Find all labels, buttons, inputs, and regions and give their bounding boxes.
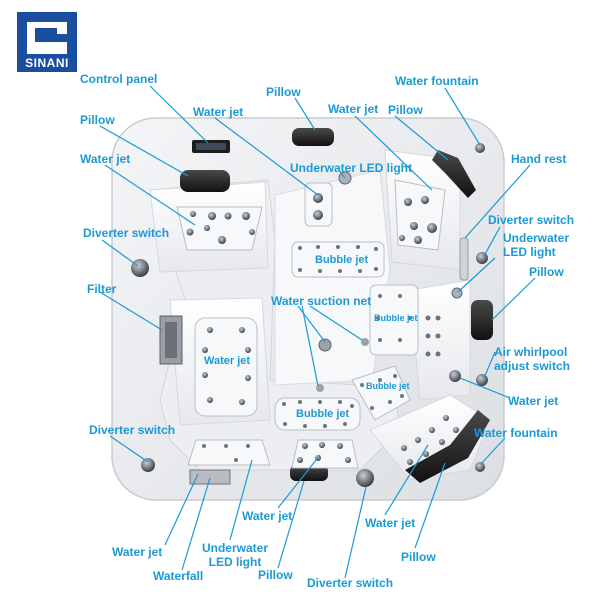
label-pillow-top2: Pillow [388, 103, 423, 117]
inner-label-water-jet-center-left: Water jet [204, 355, 251, 367]
water-jets-top-left-seat [176, 206, 263, 251]
label-control-panel: Control panel [80, 72, 158, 86]
label-water-jet-bottom-right: Water jet [365, 516, 416, 530]
brand-logo: SINANI [17, 12, 77, 72]
label-diverter-switch-bottom: Diverter switch [307, 576, 394, 590]
inner-label-bubble-jet-right: Bubble jet [374, 313, 418, 323]
label-underwater-led-right-2: LED light [503, 245, 556, 259]
pillow-bottom [290, 465, 328, 481]
pillow-top [292, 128, 334, 146]
water-jets-bottom-left [187, 439, 271, 466]
diverter-switch-bottom [356, 469, 374, 487]
label-diverter-switch-bottom-left: Diverter switch [89, 423, 176, 437]
label-underwater-led-right-1: Underwater [503, 231, 570, 245]
bubble-jets-lower-right [351, 365, 411, 421]
water-suction-net [318, 338, 332, 352]
diverter-switch-right [476, 252, 488, 264]
logo-mark-icon [27, 22, 67, 54]
label-pillow-bottom: Pillow [258, 568, 293, 582]
logo-text: SINANI [25, 56, 69, 70]
label-underwater-led-top: Underwater LED light [290, 161, 413, 175]
water-fountain-bottom [475, 462, 485, 472]
label-filter: Filter [87, 282, 117, 296]
water-jets-lounger [401, 415, 459, 465]
label-air-whirlpool-1: Air whirlpool [494, 345, 568, 359]
bubble-jets-top [291, 241, 385, 278]
pillow-bottom-right [405, 410, 490, 483]
label-diverter-switch-left: Diverter switch [83, 226, 170, 240]
bubble-jets-bottom [274, 397, 361, 431]
label-diverter-switch-right: Diverter switch [488, 213, 575, 227]
label-underwater-led-bottom-2: LED light [208, 555, 262, 569]
label-pillow-top: Pillow [266, 85, 301, 99]
label-waterfall: Waterfall [153, 569, 204, 583]
label-water-jet-bottom-left: Water jet [112, 545, 163, 559]
diverter-switch-bottom-left [141, 458, 155, 472]
bubble-jets-right [369, 284, 419, 356]
label-water-jet-right: Water jet [508, 394, 559, 408]
label-water-suction-net: Water suction net [271, 294, 372, 308]
water-jets-bottom-center [291, 439, 359, 469]
hand-rest [459, 237, 469, 281]
waterfall [189, 469, 231, 485]
label-water-jet-left: Water jet [80, 152, 131, 166]
label-pillow-left: Pillow [80, 113, 115, 127]
label-water-jet-top: Water jet [193, 105, 244, 119]
pillow-top-right [432, 150, 476, 198]
label-water-jet-bottom-center: Water jet [242, 509, 293, 523]
pillow-left [180, 170, 230, 192]
water-jets-left-seat [194, 317, 258, 417]
water-fountain-top [475, 143, 485, 153]
inner-label-bubble-jet-top: Bubble jet [315, 254, 369, 266]
water-jets-top-center [304, 182, 333, 227]
label-water-jet-top2: Water jet [328, 102, 379, 116]
label-hand-rest: Hand rest [511, 152, 567, 166]
label-air-whirlpool-2: adjust switch [494, 359, 571, 373]
label-water-fountain-bottom: Water fountain [474, 426, 558, 440]
water-jets-top-right-seat [394, 179, 446, 251]
label-underwater-led-bottom-1: Underwater [201, 541, 269, 555]
diverter-switch-left [131, 259, 149, 277]
label-pillow-right: Pillow [529, 265, 564, 279]
label-pillow-bottom-right: Pillow [401, 550, 436, 564]
inner-label-bubble-jet-lower-right: Bubble jet [366, 381, 410, 391]
pillow-right [471, 300, 493, 340]
leader-lines [99, 85, 536, 579]
water-jets-right-wall [425, 315, 461, 382]
label-water-fountain-top: Water fountain [395, 74, 479, 88]
air-whirlpool-switch [476, 374, 488, 386]
inner-label-bubble-jet-bottom: Bubble jet [296, 408, 350, 420]
seat-right [409, 279, 471, 401]
